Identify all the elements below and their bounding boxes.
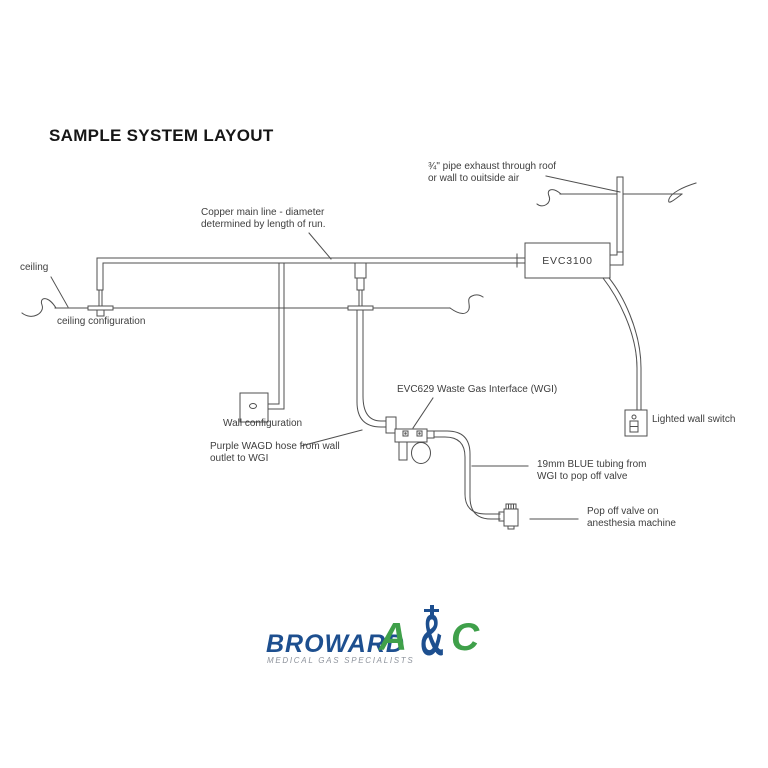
wgi-assembly [385, 416, 435, 464]
exhaust-label-line1: ¾" pipe exhaust through roof [428, 161, 557, 172]
switch-cable [602, 277, 642, 411]
wall-drop-line [267, 262, 285, 410]
logo-brand-text: BROWARD [266, 630, 405, 658]
popoff-valve-label: Pop off valve on anesthesia machine [587, 506, 676, 530]
exhaust-label-line2: or wall to ouitside air [428, 173, 520, 184]
popoff-valve [498, 503, 519, 530]
evc3100-box [524, 242, 611, 279]
wagd-label-line1: Purple WAGD hose from wall [210, 441, 340, 452]
logo-letter-c: C [451, 616, 480, 659]
wall-switch [624, 409, 648, 437]
wagd-hose-label: Purple WAGD hose from wall outlet to WGI [210, 441, 340, 465]
wagd-hose [356, 309, 387, 428]
wagd-label-line2: outlet to WGI [210, 453, 269, 464]
blue-tubing-label: 19mm BLUE tubing from WGI to pop off val… [537, 459, 647, 483]
lighted-wall-switch-label: Lighted wall switch [652, 414, 736, 425]
logo-tagline: MEDICAL GAS SPECIALISTS [267, 656, 415, 665]
evc3100-label: EVC3100 [542, 254, 593, 267]
cylinder-valve-handle-icon [424, 609, 439, 612]
exhaust-label: ¾" pipe exhaust through roof or wall to … [428, 161, 556, 185]
ceiling-drop-left [87, 289, 114, 317]
copper-main-line [96, 253, 526, 291]
ceiling-configuration-label: ceiling configuration [57, 316, 146, 327]
wall-outlet-box [239, 392, 269, 423]
ceiling-label: ceiling [20, 262, 49, 273]
copper-label-line2: determined by length of run. [201, 219, 326, 230]
popoff-label-line1: Pop off valve on [587, 506, 659, 517]
wall-configuration-label: Wall configuration [223, 418, 303, 429]
copper-main-line-label: Copper main line - diameter determined b… [201, 207, 326, 231]
ceiling-line [21, 294, 484, 317]
tubing-label-line1: 19mm BLUE tubing from [537, 459, 647, 470]
logo-ampersand-cylinder: & [420, 601, 444, 669]
popoff-label-line2: anesthesia machine [587, 518, 676, 529]
exhaust-pipe [609, 176, 624, 266]
blue-tubing [433, 430, 501, 520]
logo-letter-a: A [379, 616, 408, 659]
ceiling-drop-center [347, 262, 374, 311]
copper-label-line1: Copper main line - diameter [201, 207, 325, 218]
tubing-label-line2: WGI to pop off valve [537, 471, 628, 482]
page-title: SAMPLE SYSTEM LAYOUT [49, 126, 274, 145]
leader-lines [50, 175, 621, 520]
wgi-label: EVC629 Waste Gas Interface (WGI) [397, 384, 558, 395]
